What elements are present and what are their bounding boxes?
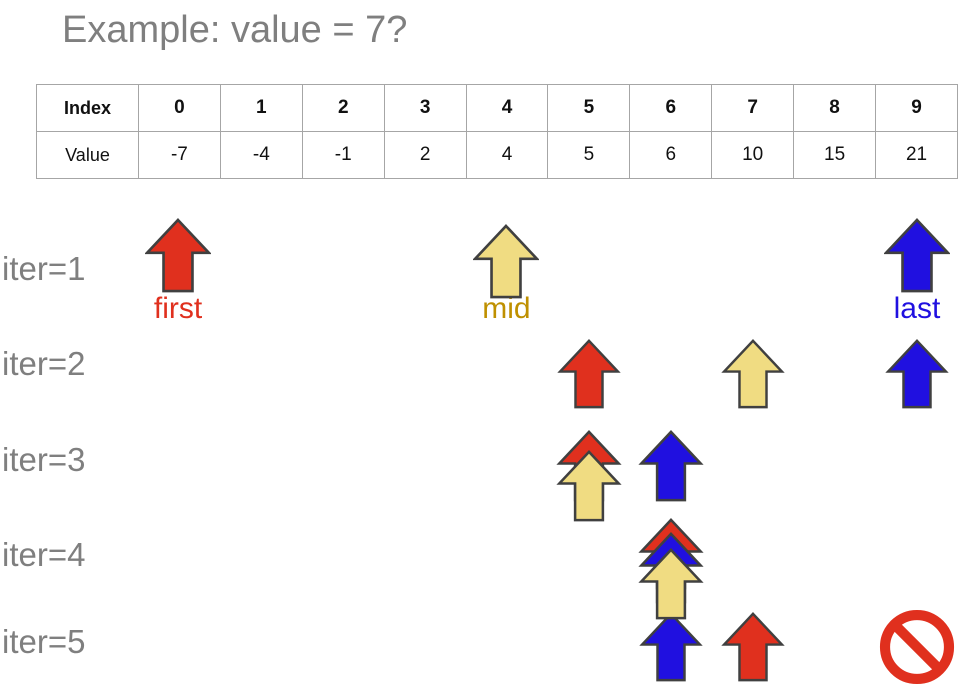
arrow-mid-icon bbox=[638, 548, 704, 620]
cell-index-2: 2 bbox=[301, 84, 385, 132]
cell-index-1: 1 bbox=[219, 84, 303, 132]
page-title: Example: value = 7? bbox=[62, 9, 408, 51]
cell-index-0: 0 bbox=[138, 84, 221, 132]
cell-value-9: 21 bbox=[875, 131, 958, 179]
arrow-first-icon bbox=[720, 612, 786, 682]
iteration-label-2: iter=2 bbox=[2, 345, 86, 382]
arrow-first-icon bbox=[145, 218, 212, 293]
row-header-value: Value bbox=[36, 131, 139, 179]
cell-value-5: 5 bbox=[547, 131, 631, 179]
arrow-mid-icon bbox=[555, 450, 622, 522]
arrow-mid-icon bbox=[720, 339, 786, 409]
cell-value-4: 4 bbox=[465, 131, 549, 179]
iteration-label-4: iter=4 bbox=[2, 536, 86, 573]
cell-value-1: -4 bbox=[219, 131, 303, 179]
cell-index-3: 3 bbox=[383, 84, 467, 132]
arrow-mid-icon bbox=[473, 224, 540, 299]
caption-first: first bbox=[153, 292, 203, 325]
cell-index-8: 8 bbox=[793, 84, 877, 132]
arrow-last-icon bbox=[884, 339, 950, 409]
row-header-index: Index bbox=[36, 84, 139, 132]
array-table-body: Index 0 1 2 3 4 5 6 7 8 9 Value -7 -4 -1 bbox=[36, 84, 958, 179]
cell-index-4: 4 bbox=[465, 84, 549, 132]
cell-index-5: 5 bbox=[547, 84, 631, 132]
table-row-index: Index 0 1 2 3 4 5 6 7 8 9 bbox=[36, 84, 958, 132]
cell-value-6: 6 bbox=[629, 131, 713, 179]
table-row-value: Value -7 -4 -1 2 4 5 6 10 15 21 bbox=[36, 131, 958, 179]
forbidden-icon bbox=[878, 608, 956, 686]
cell-value-3: 2 bbox=[383, 131, 467, 179]
iteration-label-1: iter=1 bbox=[2, 250, 86, 287]
cell-value-8: 15 bbox=[793, 131, 877, 179]
iteration-label-3: iter=3 bbox=[2, 441, 86, 478]
cell-index-7: 7 bbox=[711, 84, 795, 132]
array-table-wrapper: Index 0 1 2 3 4 5 6 7 8 9 Value -7 -4 -1 bbox=[36, 84, 958, 179]
arrow-last-icon bbox=[638, 612, 704, 682]
iteration-label-5: iter=5 bbox=[2, 623, 86, 660]
cell-index-6: 6 bbox=[629, 84, 713, 132]
arrow-last-icon bbox=[883, 218, 950, 293]
cell-index-9: 9 bbox=[875, 84, 958, 132]
array-table: Index 0 1 2 3 4 5 6 7 8 9 Value -7 -4 -1 bbox=[36, 84, 958, 179]
arrow-first-icon bbox=[556, 339, 622, 409]
caption-last: last bbox=[893, 292, 941, 325]
cell-value-7: 10 bbox=[711, 131, 795, 179]
arrow-last-icon bbox=[638, 430, 704, 502]
cell-value-2: -1 bbox=[301, 131, 385, 179]
cell-value-0: -7 bbox=[138, 131, 221, 179]
